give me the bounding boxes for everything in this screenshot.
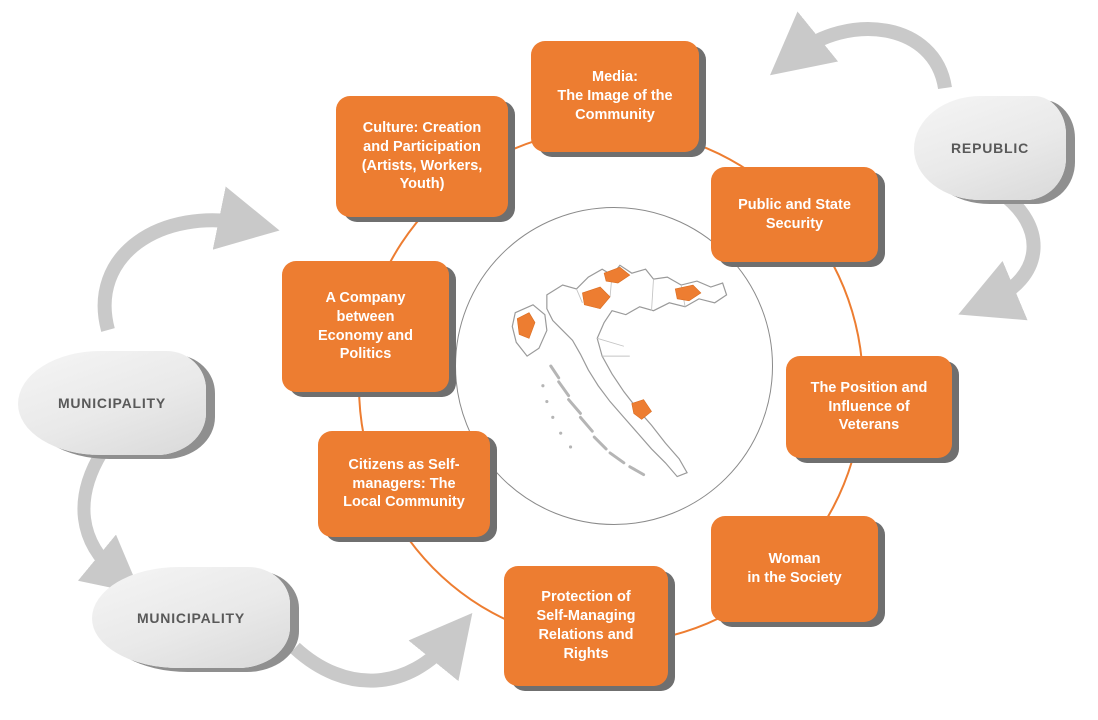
- topic-company-economy-politics: A Company between Economy and Politics: [282, 261, 449, 392]
- topic-citizens-self-managers-label: Citizens as Self- managers: The Local Co…: [343, 456, 465, 511]
- level-republic: REPUBLIC: [914, 96, 1066, 200]
- highlighted-counties: [516, 266, 702, 420]
- topic-company-economy-politics-label: A Company between Economy and Politics: [317, 289, 414, 363]
- topic-veterans-label: The Position and Influence of Veterans: [810, 379, 928, 434]
- topic-public-and-state-security-label: Public and State Security: [738, 196, 851, 232]
- highlight-east: [674, 284, 702, 302]
- level-republic-label: REPUBLIC: [951, 140, 1029, 156]
- topic-protection-self-managing-label: Protection of Self-Managing Relations an…: [536, 589, 636, 662]
- topic-woman-in-society: Woman in the Society: [711, 516, 878, 622]
- level-municipality-bottom-label: MUNICIPALITY: [136, 609, 246, 626]
- arrow-municipality-link: [77, 448, 142, 595]
- highlight-zagreb: [582, 286, 611, 310]
- highlight-north: [603, 266, 631, 284]
- small-islands: [541, 384, 573, 449]
- topic-media: Media: The Image of the Community: [531, 41, 699, 152]
- arrow-republic-down: [958, 186, 1041, 321]
- arrow-left-up: [97, 186, 280, 332]
- arrow-top-right: [769, 11, 952, 90]
- highlight-istria: [516, 312, 536, 339]
- topic-public-and-state-security: Public and State Security: [711, 167, 878, 262]
- topic-protection-self-managing: Protection of Self-Managing Relations an…: [504, 566, 668, 686]
- topic-culture-creation: Culture: Creation and Participation (Art…: [336, 96, 508, 217]
- topic-media-label: Media: The Image of the Community: [557, 69, 673, 123]
- highlight-dalmatia: [631, 399, 652, 420]
- topic-culture-creation-label: Culture: Creation and Participation (Art…: [361, 119, 483, 193]
- level-municipality-left: MUNICIPALITY: [18, 351, 206, 455]
- topic-citizens-self-managers: Citizens as Self- managers: The Local Co…: [318, 431, 490, 537]
- islands: [549, 364, 646, 477]
- level-municipality-bottom: MUNICIPALITY: [92, 567, 290, 668]
- croatia-map: [511, 264, 728, 478]
- level-municipality-left-label: MUNICIPALITY: [57, 395, 167, 411]
- arrow-bottom-right: [290, 613, 473, 688]
- croatia-mainland: [546, 264, 728, 478]
- topic-woman-in-society-label: Woman in the Society: [747, 551, 842, 586]
- topic-veterans: The Position and Influence of Veterans: [786, 356, 952, 458]
